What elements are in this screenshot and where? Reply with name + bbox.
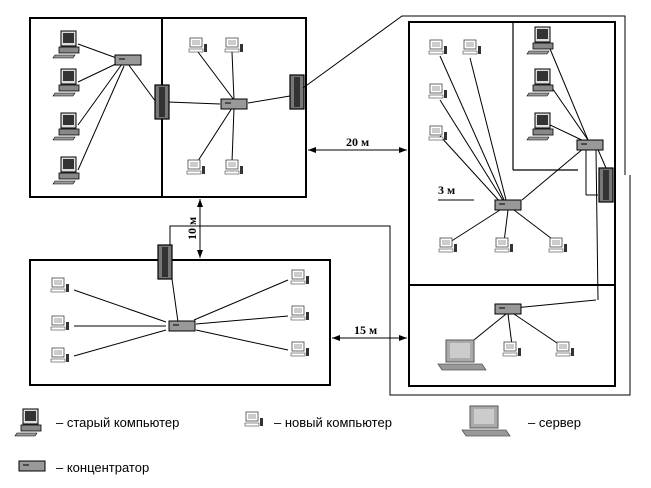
legend-server-icon (461, 405, 511, 437)
old-computer (526, 112, 554, 141)
hub (494, 199, 522, 211)
door (289, 74, 305, 110)
links-room-bottom (73, 249, 289, 357)
door (598, 167, 614, 203)
door (154, 84, 170, 120)
room-right (408, 21, 616, 387)
old-computer (52, 156, 80, 185)
new-computer (428, 39, 448, 55)
hub (220, 98, 248, 110)
new-computer (290, 269, 310, 285)
new-computer (188, 37, 208, 53)
new-computer (548, 237, 568, 253)
new-computer (502, 341, 522, 357)
hub (114, 54, 142, 66)
dimension-15m: 15 м (332, 323, 407, 341)
door (157, 244, 173, 280)
dimension-20m-label: 20 м (346, 135, 369, 149)
cable-right-to-bottom (169, 175, 631, 396)
new-computer (555, 341, 575, 357)
legend-old-computer-label: – старый компьютер (56, 415, 179, 430)
new-computer (290, 305, 310, 321)
hub (494, 303, 522, 315)
legend-hub-label: – концентратор (56, 460, 149, 475)
new-computer (290, 341, 310, 357)
legend-server-label: – сервер (528, 415, 581, 430)
hub (168, 320, 196, 332)
cable-room1-to-right (302, 15, 626, 175)
new-computer (224, 159, 244, 175)
legend: – старый компьютер – новый компьютер – с… (14, 405, 581, 475)
server (437, 339, 487, 371)
new-computer (50, 347, 70, 363)
new-computer (462, 39, 482, 55)
old-computer (526, 26, 554, 55)
old-computer (52, 68, 80, 97)
new-computer (186, 159, 206, 175)
legend-hub-icon (18, 460, 46, 472)
new-computer (438, 237, 458, 253)
dimension-15m-label: 15 м (354, 323, 377, 337)
dimension-10m-label: 10 м (185, 217, 199, 240)
links-right-top (439, 43, 607, 309)
new-computer (494, 237, 514, 253)
hub (576, 139, 604, 151)
inner-room-dimension-label: 3 м (438, 183, 455, 197)
old-computer (52, 30, 80, 59)
room-bottom-left (29, 259, 331, 386)
new-computer (428, 83, 448, 99)
legend-old-computer-icon (14, 408, 42, 437)
new-computer (50, 277, 70, 293)
new-computer (224, 37, 244, 53)
dimension-10m: 10 м (185, 199, 203, 258)
links-room1-right (167, 51, 291, 165)
old-computer (526, 68, 554, 97)
legend-new-computer-icon (244, 411, 264, 427)
new-computer (50, 315, 70, 331)
dimension-20m: 20 м (308, 135, 407, 153)
old-computer (52, 112, 80, 141)
new-computer (428, 125, 448, 141)
legend-new-computer-label: – новый компьютер (274, 415, 392, 430)
